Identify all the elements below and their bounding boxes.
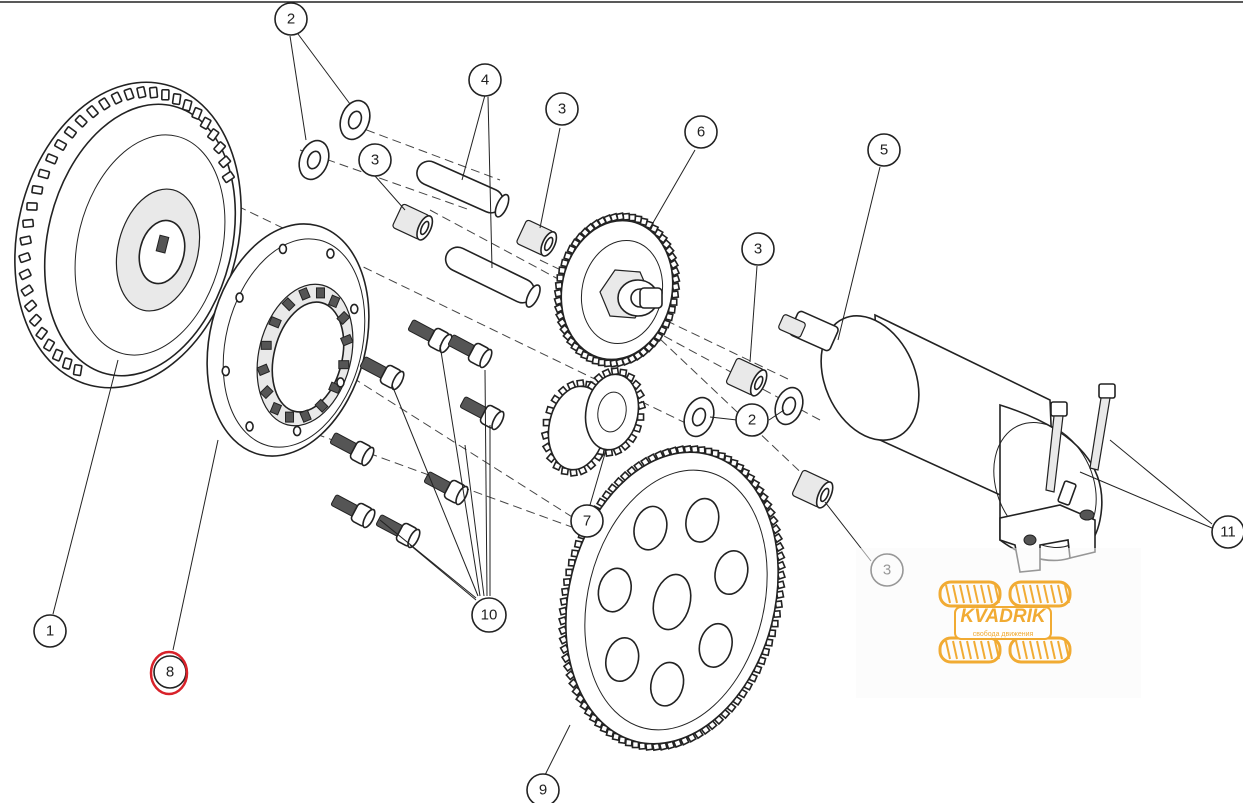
- svg-text:2: 2: [287, 11, 295, 28]
- watermark-brand: KVADRIK: [960, 606, 1046, 627]
- part-8-starter-clutch: [206, 223, 370, 457]
- part-1-flywheel-rotor: [14, 81, 242, 389]
- svg-text:1: 1: [46, 623, 54, 640]
- shaft-lower: [444, 246, 541, 308]
- svg-text:6: 6: [697, 124, 705, 141]
- part-3-needle-bearings: [392, 203, 834, 509]
- callout-2-top: 2: [274, 2, 308, 36]
- callout-8-highlighted: 8: [149, 650, 189, 696]
- part-9-driven-gear: [558, 444, 786, 752]
- callout-7: 7: [570, 504, 604, 538]
- bearing-c: [725, 357, 768, 397]
- washer-top-left: [298, 139, 330, 181]
- callout-9: 9: [526, 773, 560, 803]
- svg-text:7: 7: [583, 513, 591, 530]
- clutch-bolt-holes: [221, 243, 359, 437]
- callout-5: 5: [867, 133, 901, 167]
- part-2-washers: [298, 99, 804, 438]
- svg-text:11: 11: [1220, 524, 1236, 541]
- part-5-starter-motor: [778, 310, 1103, 573]
- bearing-d: [791, 469, 834, 509]
- shaft-upper: [416, 160, 510, 218]
- svg-text:9: 9: [539, 782, 547, 799]
- svg-text:10: 10: [481, 607, 498, 624]
- long-bolt-1: [1089, 383, 1116, 471]
- svg-text:3: 3: [371, 152, 379, 169]
- part-6-idler-gear: [553, 212, 681, 368]
- svg-text:3: 3: [754, 241, 762, 258]
- washer-top-right: [339, 99, 371, 141]
- svg-text:8: 8: [166, 664, 174, 681]
- bearing-a: [392, 203, 434, 241]
- washer-mid-left: [683, 396, 715, 438]
- callout-10: 10: [471, 597, 507, 633]
- callout-4: 4: [468, 63, 502, 97]
- callout-2-mid: 2: [735, 403, 769, 437]
- long-bolt-2: [1045, 401, 1068, 493]
- part-10-bolts: [329, 319, 505, 549]
- callout-11: 11: [1211, 515, 1243, 549]
- clutch-rollers: [256, 287, 354, 423]
- bearing-b: [516, 219, 558, 257]
- svg-text:3: 3: [558, 101, 566, 118]
- callout-1: 1: [33, 614, 67, 648]
- gear-lightening-holes: [597, 497, 749, 707]
- callout-3-top: 3: [545, 92, 579, 126]
- callout-6: 6: [684, 115, 718, 149]
- svg-text:2: 2: [748, 412, 756, 429]
- callout-3-left: 3: [358, 143, 392, 177]
- rotor-teeth: [18, 86, 235, 377]
- part-4-shafts: [416, 160, 541, 308]
- washer-mid-right: [774, 386, 804, 426]
- svg-text:5: 5: [880, 142, 888, 159]
- watermark-logo: KVADRIK свобода движения: [856, 548, 1141, 698]
- part-7-reduction-gears: [540, 367, 647, 477]
- logo-tire-shapes: [938, 580, 1072, 664]
- watermark-tagline: свобода движения: [973, 630, 1034, 638]
- svg-text:4: 4: [481, 72, 489, 89]
- leader-lines: [52, 33, 1213, 776]
- callout-3-mid: 3: [741, 232, 775, 266]
- part-11-long-bolts: [1045, 383, 1116, 493]
